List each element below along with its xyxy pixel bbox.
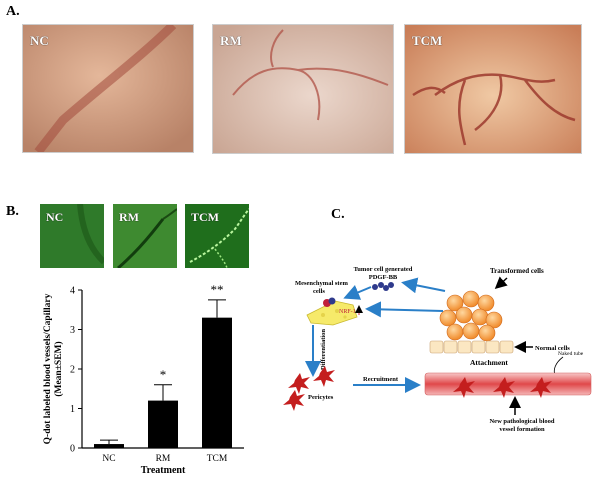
msc-text-1: Mesenchymal stem [295,280,348,287]
tcm-qdot-label: TCM [191,210,219,224]
nc-qdot-label: NC [46,210,64,224]
panel-a-letter: A. [6,4,20,19]
nc-label: NC [30,33,49,48]
msc-text-2: cells [313,288,325,295]
tcm-qdot-photo: TCM [185,204,249,268]
y-tick-label: 3 [70,325,75,336]
x-tick-label: TCM [207,454,228,464]
significance-tcm: ** [211,282,224,297]
tumor-pdgf-text-2: PDGF-BB [369,274,398,281]
bar-tcm [202,317,232,448]
new-vessel-text-2: vessel formation [499,426,545,433]
y-tick-label: 2 [70,365,75,376]
attachment-text: Attachment [470,358,508,367]
pericyte-cells [283,366,335,411]
normal-cells-row [429,340,514,354]
rm-label: RM [220,33,242,48]
nc-qdot-photo: NC [40,204,104,268]
panel-c-letter: C. [331,207,345,222]
transformed-cells-text: Transformed cells [490,267,544,275]
differentiation-text: Differentiation [320,329,327,370]
y-tick-label: 1 [70,404,75,415]
rm-qdot-photo: RM [113,204,177,268]
attached-pericytes [453,377,552,398]
tumor-pdgf-text-1: Tumor cell generated [354,266,413,273]
pericytes-text: Pericytes [308,394,334,401]
transformed-cells-cluster [439,290,503,342]
naked-tube-text: Naked tube [558,351,584,357]
bar-rm [148,400,178,448]
rm-qdot-label: RM [119,210,139,224]
tcm-label: TCM [412,33,443,48]
y-tick-label: 4 [70,286,75,297]
bar-nc [94,444,124,448]
new-vessel-text-1: New pathological blood [489,418,554,425]
rm-retina-photo: RM [212,24,394,154]
normal-cells-text: Normal cells [535,345,570,352]
significance-rm: * [160,367,167,382]
mesenchymal-stem-cell [306,297,358,326]
qdot-bar-chart: 0 1 2 3 4Q-dot labeled blood vessels/Capilla… [43,282,244,476]
y-tick-label: 0 [70,444,75,455]
pdgf-molecules [372,282,394,291]
x-tick-label: NC [102,454,115,464]
nrf1-text: NRF-1 [339,309,356,315]
tcm-retina-photo: TCM [404,24,582,154]
recruitment-text: Recruitment [363,376,399,383]
y-axis-label: Q-dot labeled blood vessels/Capillary(Me… [43,293,64,444]
mechanism-diagram: Tumor cell generated PDGF-BB Transformed… [283,266,592,433]
nc-retina-photo: NC [22,24,194,153]
x-tick-label: RM [156,454,171,464]
x-axis-label: Treatment [141,465,186,476]
panel-b-letter: B. [6,204,19,219]
